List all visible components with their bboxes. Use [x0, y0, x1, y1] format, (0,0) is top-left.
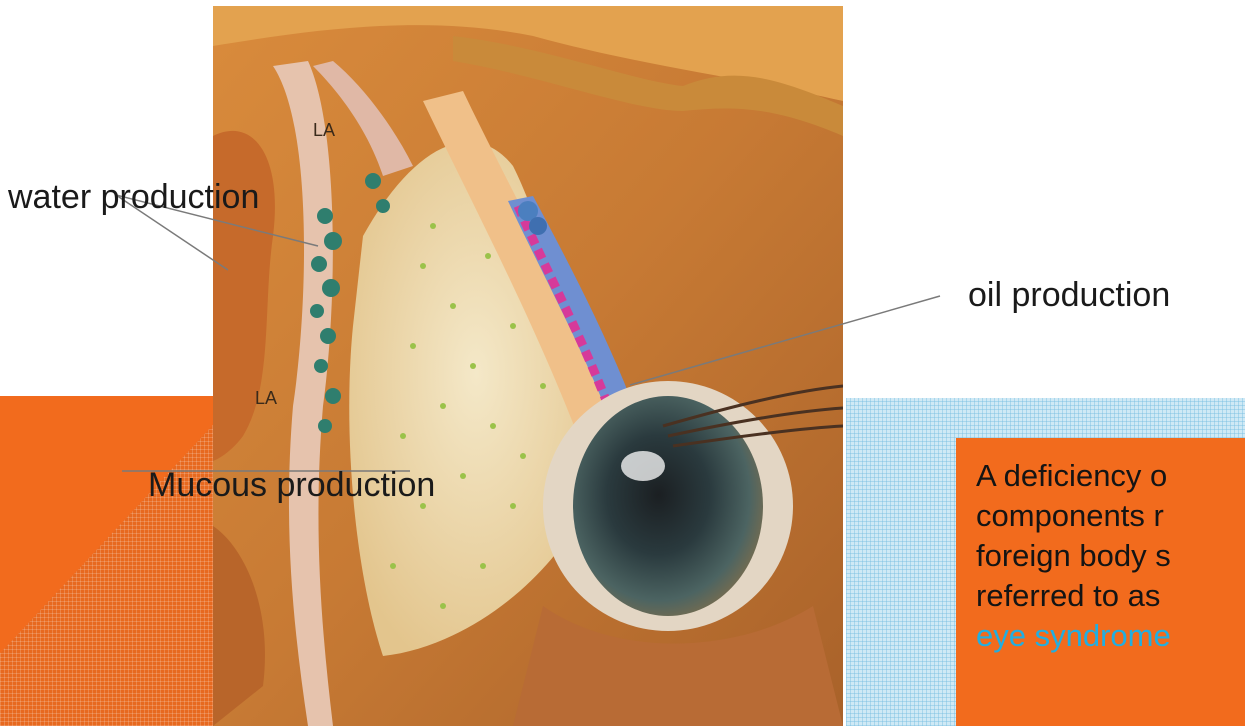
info-line-1: A deficiency o	[976, 456, 1245, 496]
dry-eye-syndrome-link[interactable]: eye syndrome	[976, 616, 1245, 656]
eyelid-anatomy-illustration: LA LA	[213, 6, 843, 726]
water-production-label: water production	[8, 178, 259, 217]
info-line-2: components r	[976, 496, 1245, 536]
mucous-production-label: Mucous production	[148, 466, 435, 505]
la-mark-bottom: LA	[255, 388, 277, 408]
dry-eye-info-box: A deficiency o components r foreign body…	[956, 438, 1245, 726]
oil-production-label: oil production	[968, 276, 1170, 315]
eyelid-anatomy-drawing: LA LA	[213, 6, 843, 726]
info-line-3: foreign body s	[976, 536, 1245, 576]
info-line-4: referred to as	[976, 576, 1245, 616]
la-mark-top: LA	[313, 120, 335, 140]
